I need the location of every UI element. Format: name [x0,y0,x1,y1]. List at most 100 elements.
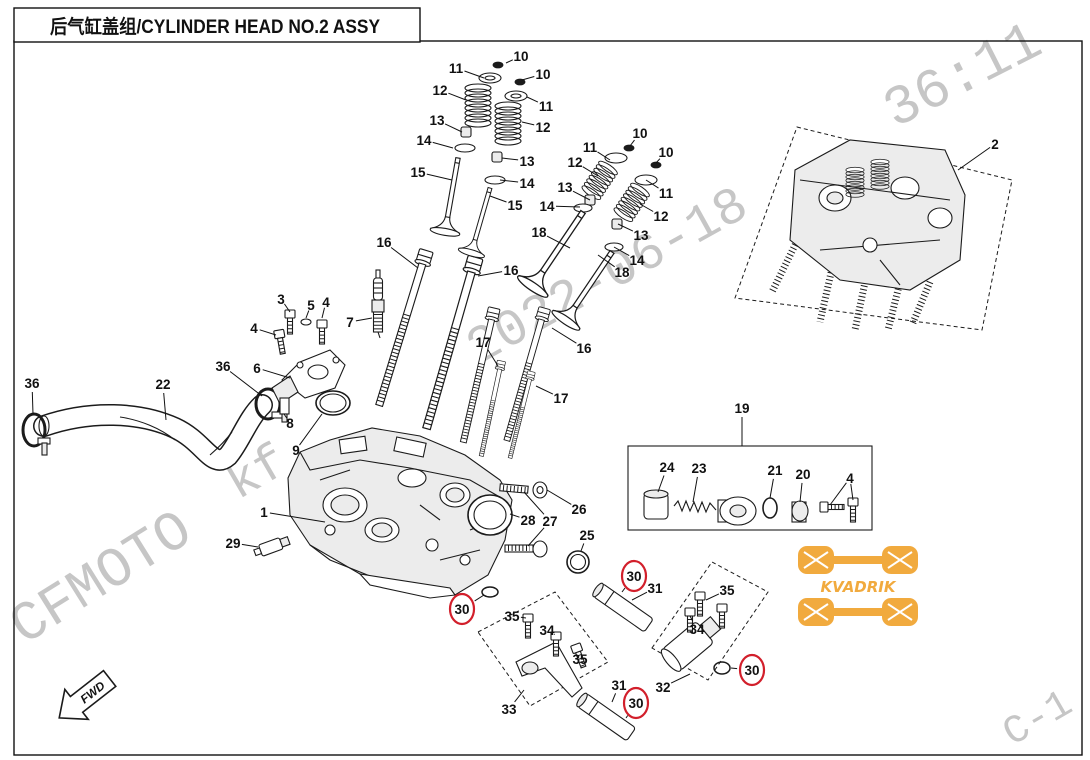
leader-line [477,271,503,277]
callout-label: 21 [767,463,783,478]
washer-30 [713,661,731,675]
callout-label: 22 [155,377,170,392]
leader-line [799,482,803,503]
callout-label: 26 [571,502,587,517]
nut-26 [532,481,548,558]
callout-label: 16 [576,341,592,356]
callout-label: 5 [307,298,315,313]
watermark-text: C-1 [996,682,1081,757]
callout-label: 14 [629,253,645,268]
callout-label: 31 [611,678,627,693]
callout-label: 10 [632,126,647,141]
plunger-24 [643,489,669,520]
leader-line [521,76,535,81]
cylinder-head [287,427,513,599]
leader-line [283,303,291,313]
callout-label: 4 [250,321,258,336]
callout-label: 30 [628,696,643,711]
callout-label: 13 [633,228,649,243]
leader-line [474,594,485,602]
bolt-4 [317,320,327,344]
callout-label: 4 [846,471,854,486]
leader-line [269,512,326,523]
callout-label: 11 [449,61,464,76]
callout-label: 10 [513,49,528,64]
leader-line [444,123,463,133]
leader-line [448,92,467,101]
callout-label: 19 [734,401,749,416]
cylinder-head-assembly-2 [734,126,1013,331]
callout-label: 3 [277,292,285,307]
callout-label: 25 [579,528,595,543]
callout-label: 16 [503,263,519,278]
assembly-box-32 [651,561,769,681]
leader-line [625,715,629,719]
stud-27 [499,483,534,553]
bolt-4 [820,502,844,512]
fwd-arrow-icon: FWD [58,669,117,721]
callout-label: 23 [691,461,707,476]
spark-plug [371,269,385,339]
leader-line [259,329,277,336]
callout-label: 34 [539,623,555,638]
watermark-text: CFMOTO [0,498,204,659]
leader-line [621,587,626,593]
callout-label: 13 [429,113,445,128]
leader-line [645,179,659,189]
callout-label: 30 [626,569,641,584]
highlight-circle [622,686,650,720]
leader-line [432,141,454,149]
callout-label: 14 [539,199,555,214]
leader-line [520,616,527,619]
bolt-4 [848,498,858,522]
leader-line [692,476,698,503]
highlight-circle [738,653,766,687]
callout-label: 17 [553,391,568,406]
leader-line [31,391,34,415]
leader-line [597,151,611,161]
callout-label: 13 [557,180,573,195]
callout-label: 30 [454,602,469,617]
callout-label: 15 [410,165,426,180]
leader-line [229,371,263,397]
leader-line [299,413,323,446]
leader-line [555,205,581,208]
valve-assembly-left [429,61,528,261]
leader-line [535,385,554,395]
washer-5 [300,318,312,326]
leader-line [355,317,373,322]
cap-20 [791,500,809,523]
leader-line [523,491,545,515]
callout-label: 36 [24,376,40,391]
leader-line [572,190,591,201]
leader-line [283,413,288,419]
drawing-frame [13,40,1083,756]
bolt-3 [285,310,295,334]
leader-line [509,513,520,518]
leader-line [670,673,691,684]
leader-line [501,157,519,161]
callout-label: 34 [689,622,705,637]
leader-line [321,307,325,319]
callout-label: 35 [719,583,735,598]
thermostat-housing [271,349,346,405]
callout-label: 13 [519,154,535,169]
leader-line [305,310,310,319]
kvadrik-logo: KVADRIK [798,546,918,626]
leader-line [514,689,525,703]
leader-line [487,349,499,367]
leader-line [705,593,720,601]
callout-label: 7 [346,315,354,330]
leader-line [580,543,585,552]
callout-label: 30 [744,663,759,678]
housing-body [717,496,757,526]
callout-label: 4 [322,295,330,310]
callout-label: 35 [504,609,520,624]
logo-text: KVADRIK [820,578,896,596]
callout-label: 10 [535,67,550,82]
leader-line [850,483,854,501]
valve-assembly-right [514,144,662,334]
leader-line [489,195,507,203]
